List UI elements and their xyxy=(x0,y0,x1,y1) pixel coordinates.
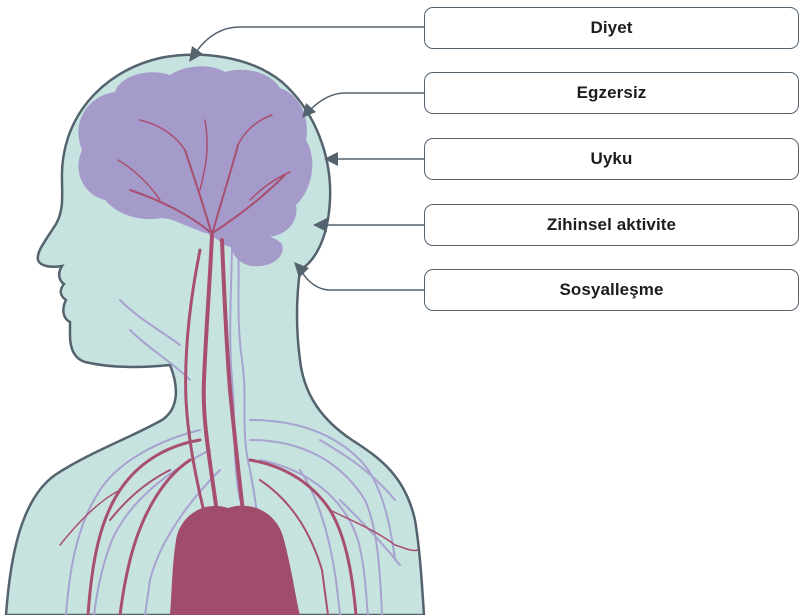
factor-label-diet: Diyet xyxy=(590,18,632,38)
factor-box-sleep: Uyku xyxy=(424,138,799,180)
factor-label-sleep: Uyku xyxy=(591,149,633,169)
factor-box-diet: Diyet xyxy=(424,7,799,49)
factor-box-socializing: Sosyalleşme xyxy=(424,269,799,311)
factor-box-exercise: Egzersiz xyxy=(424,72,799,114)
factor-box-mental-activity: Zihinsel aktivite xyxy=(424,204,799,246)
connector-1 xyxy=(310,93,424,110)
factor-label-exercise: Egzersiz xyxy=(577,83,647,103)
factor-label-socializing: Sosyalleşme xyxy=(559,280,663,300)
factor-label-mental-activity: Zihinsel aktivite xyxy=(547,215,676,235)
connector-4 xyxy=(302,272,424,290)
connector-0 xyxy=(196,27,424,52)
